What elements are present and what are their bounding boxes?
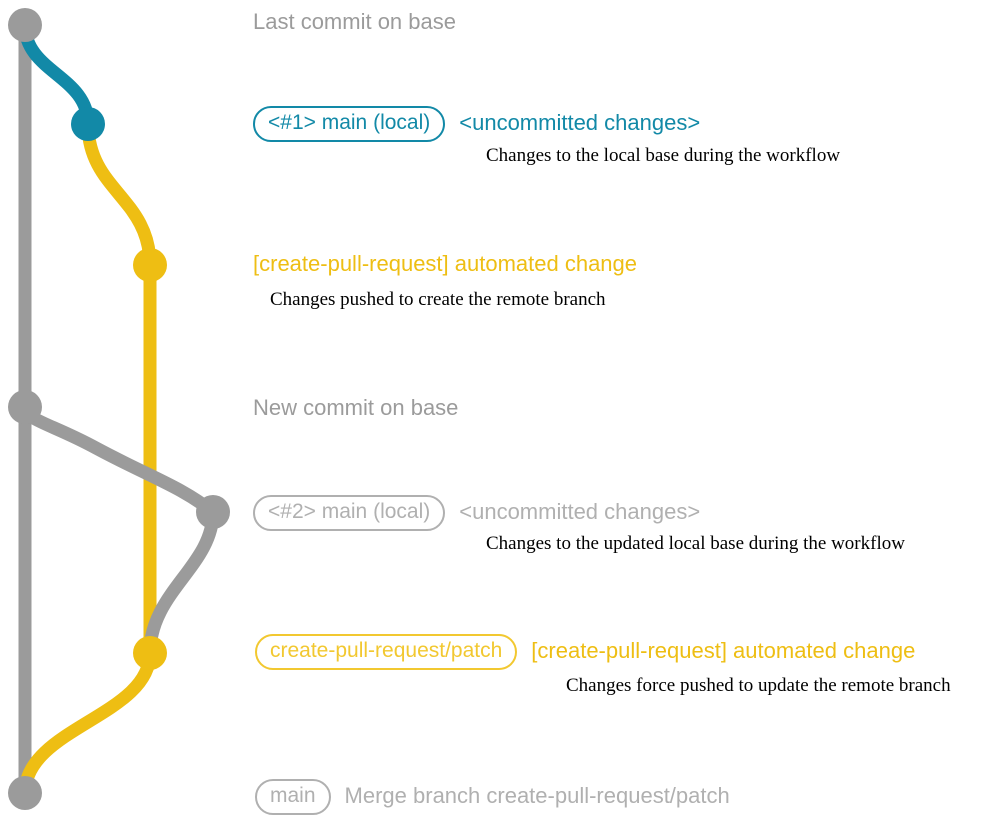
commit-row-last-commit: Last commit on base	[253, 9, 456, 35]
commit-node-base-last[interactable]	[8, 8, 42, 42]
commit-message-patch-1: [create-pull-request] automated change	[253, 251, 638, 276]
commit-node-patch-2[interactable]	[133, 636, 167, 670]
commit-message-last-commit: Last commit on base	[253, 9, 456, 34]
commit-message-patch-2: [create-pull-request] automated change	[531, 638, 916, 664]
commit-subtitle-local-1: Changes to the local base during the wor…	[486, 145, 841, 166]
commit-row-local-2: <#2> main (local) <uncommitted changes>	[253, 495, 700, 531]
commit-message-new-commit: New commit on base	[253, 395, 459, 420]
branch-local-2-in	[18, 400, 220, 519]
commit-message-local-1: <uncommitted changes>	[459, 110, 701, 136]
commit-message-merge: Merge branch create-pull-request/patch	[344, 783, 730, 809]
branch-pill-main[interactable]: main	[255, 779, 331, 815]
commit-row-merge: main Merge branch create-pull-request/pa…	[255, 779, 730, 815]
branch-local-2-out	[143, 505, 220, 660]
commit-subtitle-patch-2: Changes force pushed to update the remot…	[566, 675, 951, 696]
branch-local-1	[18, 18, 95, 131]
commit-node-base-new[interactable]	[8, 390, 42, 424]
commit-row-patch-1: [create-pull-request] automated change	[253, 251, 638, 277]
branch-pill-create-pull-request-patch[interactable]: create-pull-request/patch	[255, 634, 518, 670]
commit-node-local-1[interactable]	[71, 107, 105, 141]
commit-node-local-2[interactable]	[196, 495, 230, 529]
branch-pill-main-local-1[interactable]: <#1> main (local)	[253, 106, 446, 142]
commit-node-patch-1[interactable]	[133, 248, 167, 282]
commit-row-local-1: <#1> main (local) <uncommitted changes>	[253, 106, 700, 142]
branch-merge	[18, 646, 157, 800]
branch-patch-1	[81, 117, 157, 272]
branch-pill-main-local-2[interactable]: <#2> main (local)	[253, 495, 446, 531]
commit-subtitle-local-2: Changes to the updated local base during…	[486, 533, 905, 554]
commit-subtitle-patch-1: Changes pushed to create the remote bran…	[270, 289, 606, 310]
commit-row-new-commit: New commit on base	[253, 395, 459, 421]
commit-message-local-2: <uncommitted changes>	[459, 499, 701, 525]
commit-node-base-merge[interactable]	[8, 776, 42, 810]
commit-row-patch-2: create-pull-request/patch [create-pull-r…	[255, 634, 915, 670]
